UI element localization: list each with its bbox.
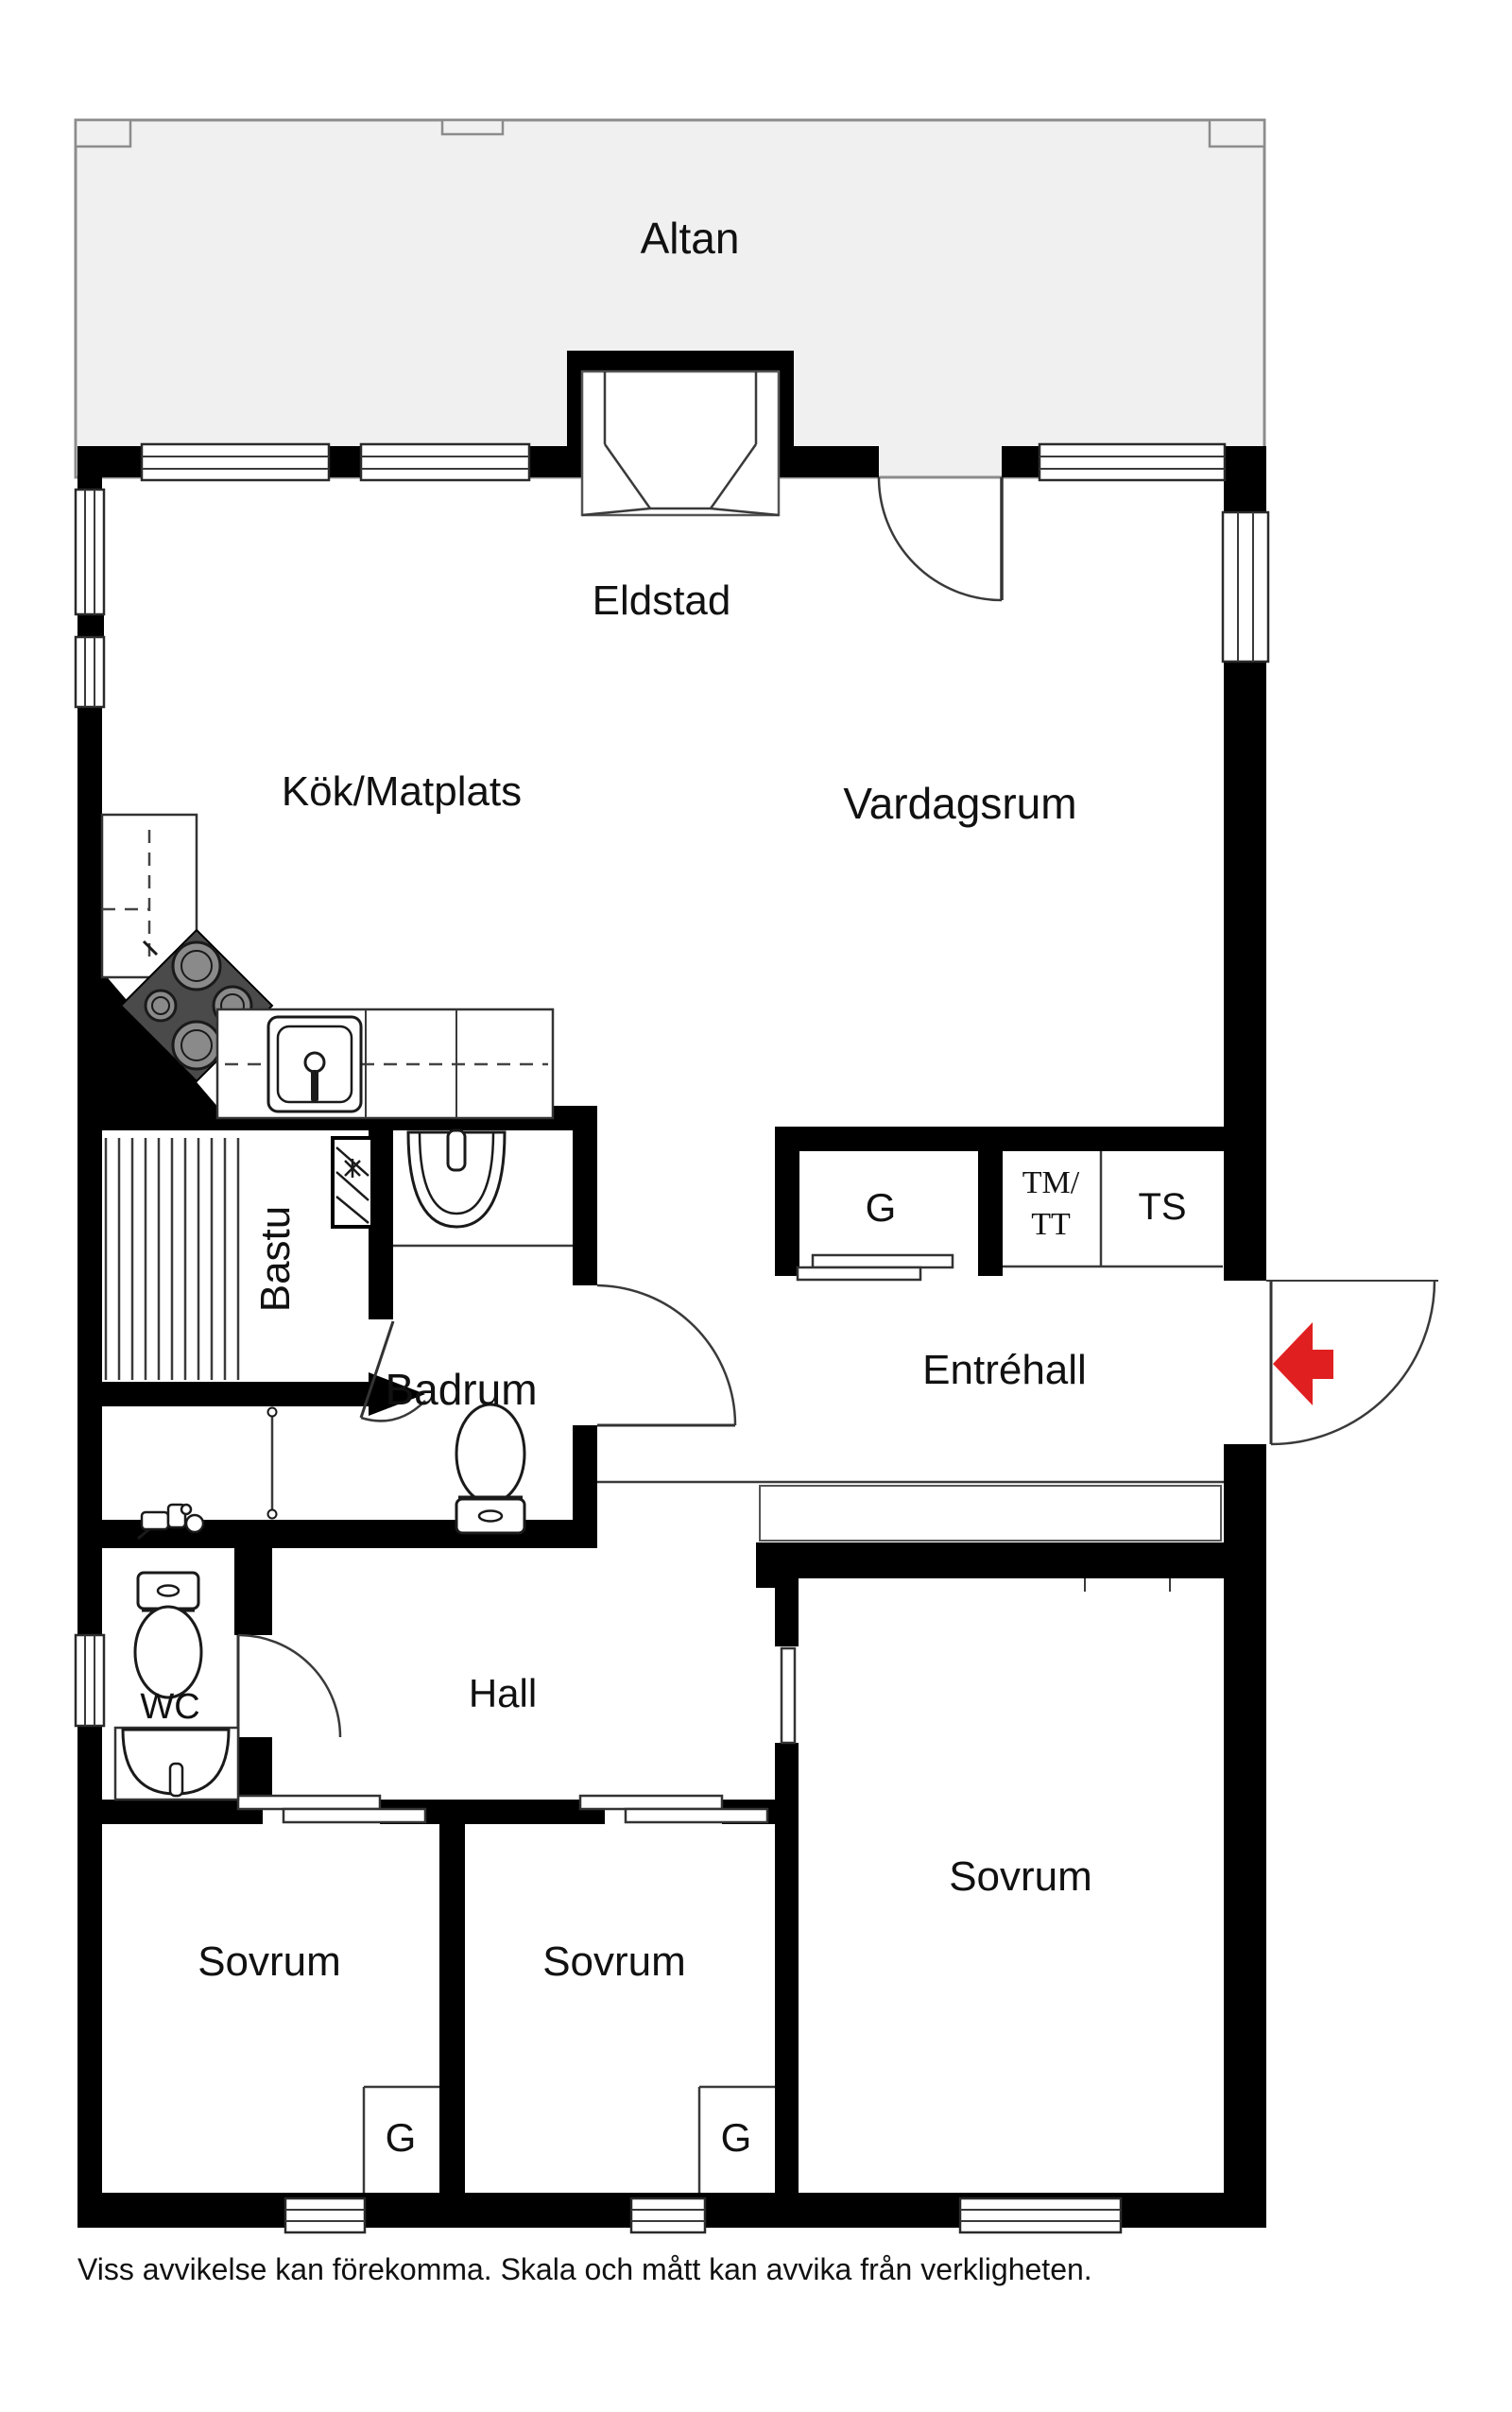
kitchen-corner-chamfer-wall — [77, 973, 225, 1130]
bathroom-door — [596, 1284, 737, 1427]
caption-disclaimer: Viss avvikelse kan förekomma. Skala och … — [77, 2252, 1092, 2286]
entre-step — [759, 1485, 1222, 1542]
closet-label-tm-line1: TM/ — [1022, 1165, 1080, 1200]
window-livingroom-right — [1221, 510, 1270, 663]
entry-door — [1266, 1280, 1438, 1446]
wc-basin-icon — [113, 1726, 240, 1801]
room-label-altan: Altan — [641, 214, 740, 263]
closet-label-g-left: G — [386, 2115, 417, 2160]
sliding-door-bedroom-right — [780, 1646, 797, 1745]
room-label-kok: Kök/Matplats — [282, 768, 522, 815]
closet-label-ts: TS — [1138, 1186, 1186, 1228]
window-kitchen-left-2 — [74, 635, 106, 709]
window-kitchen-left-1 — [74, 488, 106, 616]
room-label-sovrum-mid: Sovrum — [542, 1938, 686, 1985]
kitchen-sink-icon — [266, 1015, 363, 1113]
window-livingroom-top — [1038, 442, 1227, 482]
room-label-eldstad: Eldstad — [593, 577, 731, 624]
shower-mixer-icon — [137, 1503, 205, 1541]
windows — [74, 442, 1270, 2234]
closet-box-bedroom-mid — [697, 2085, 775, 2193]
room-label-hall: Hall — [469, 1671, 537, 1715]
wc-door — [236, 1633, 342, 1738]
room-label-vardagsrum: Vardagsrum — [843, 779, 1076, 828]
window-bedroom-mid — [629, 2197, 707, 2234]
closet-label-tm-line2: TT — [1031, 1207, 1071, 1242]
sauna-door — [359, 1320, 426, 1422]
room-label-bastu: Bastu — [252, 1206, 299, 1313]
room-label-sovrum-right: Sovrum — [949, 1853, 1092, 1900]
room-label-sovrum-left: Sovrum — [198, 1938, 341, 1985]
window-wc-left — [74, 1633, 106, 1728]
deck-post-middle — [440, 118, 505, 136]
livingroom-door — [877, 476, 1004, 602]
sliding-door-closet-g — [796, 1253, 954, 1282]
entry-arrow-icon — [1273, 1322, 1333, 1405]
window-bedroom-left — [284, 2197, 367, 2234]
sliding-door-bedroom-left — [236, 1794, 427, 1824]
closet-label-g-entre: G — [866, 1185, 897, 1230]
closet-label-g-mid: G — [721, 2115, 752, 2160]
room-label-wc: WC — [140, 1687, 199, 1727]
deck-post-right — [1208, 118, 1266, 148]
shower-partition — [266, 1406, 278, 1520]
wc-toilet-icon — [133, 1571, 203, 1699]
window-kitchen-top-1 — [140, 442, 331, 482]
sauna-heater-icon — [331, 1136, 374, 1229]
sliding-door-bedroom-mid — [578, 1794, 769, 1824]
room-label-badrum: Badrum — [385, 1365, 537, 1414]
room-label-entrehall: Entréhall — [922, 1347, 1087, 1393]
deck-post-left — [74, 118, 132, 148]
fireplace-icon — [580, 370, 781, 517]
window-bedroom-right — [958, 2197, 1123, 2234]
window-kitchen-top-2 — [359, 442, 531, 482]
bathroom-toilet-icon — [455, 1403, 526, 1535]
closet-box-bedroom-left — [362, 2085, 439, 2193]
interior-walls — [77, 1106, 1225, 2193]
sauna-bench-icon — [104, 1138, 240, 1380]
bathroom-sink-icon — [406, 1128, 507, 1229]
